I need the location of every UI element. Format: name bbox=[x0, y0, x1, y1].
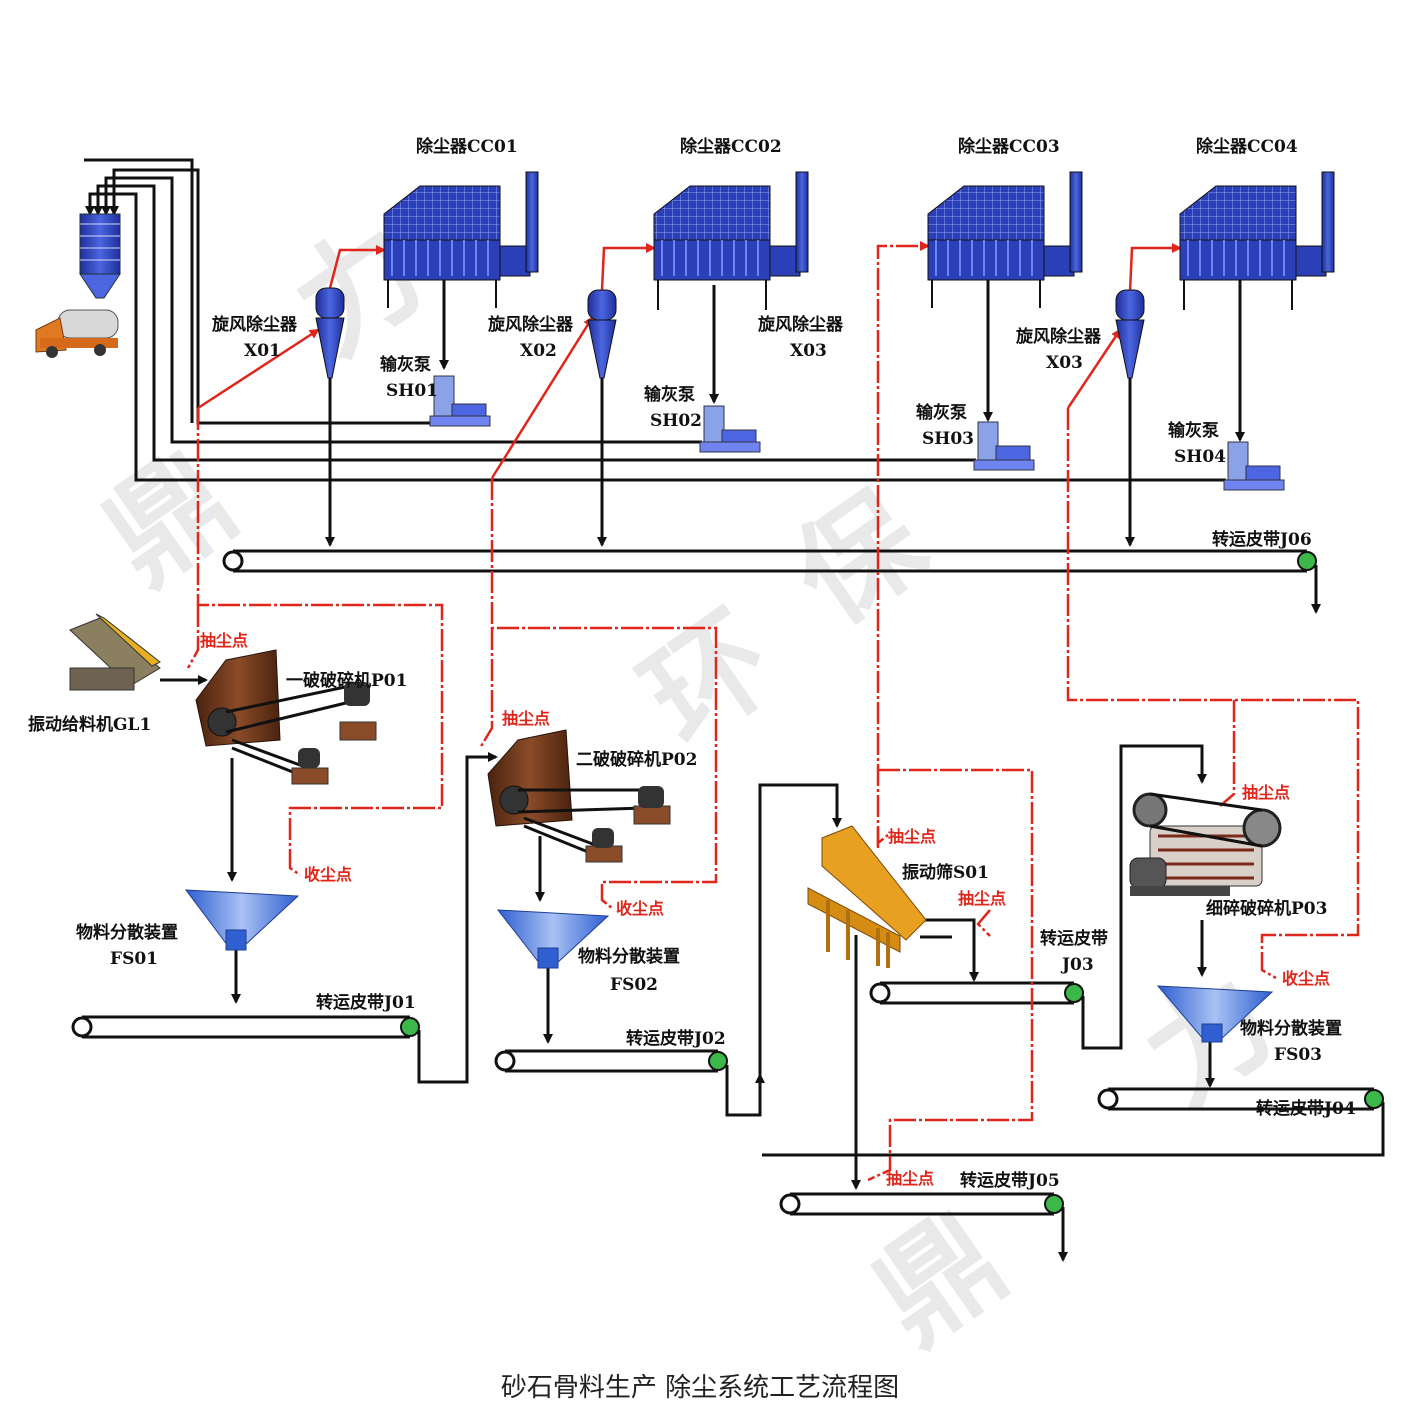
pump-code-sh03: SH03 bbox=[922, 429, 974, 449]
belt-label-j06: 转运皮带J06 bbox=[1212, 529, 1312, 550]
cyclone-name-x02: 旋风除尘器 bbox=[487, 314, 574, 335]
cyclone-name-x03b: 旋风除尘器 bbox=[1015, 326, 1102, 347]
belt-label-j03-a: 转运皮带 bbox=[1040, 928, 1108, 949]
ash-pump-sh04 bbox=[1223, 441, 1285, 491]
diagram-title: 砂石骨料生产 除尘系统工艺流程图 bbox=[501, 1373, 899, 1403]
extract-point-j05: 抽尘点 bbox=[886, 1169, 934, 1188]
disperser-name-fs03: 物料分散装置 bbox=[1240, 1018, 1342, 1039]
cyclone-code-x03a: X03 bbox=[790, 341, 827, 361]
collector-label-cc02: 除尘器CC02 bbox=[680, 136, 782, 157]
belt-label-j01: 转运皮带J01 bbox=[316, 992, 416, 1013]
collector-label-cc01: 除尘器CC01 bbox=[416, 136, 518, 157]
cyclone-x01 bbox=[315, 287, 345, 379]
crusher-p01 bbox=[195, 649, 377, 785]
collect-point-fs01: 收尘点 bbox=[304, 865, 352, 884]
extract-point-p02: 抽尘点 bbox=[502, 709, 550, 728]
cyclone-code-x03b: X03 bbox=[1046, 353, 1083, 373]
cyclone-name-x01: 旋风除尘器 bbox=[211, 314, 298, 335]
crusher-p03 bbox=[1129, 792, 1282, 896]
disperser-code-fs03: FS03 bbox=[1274, 1045, 1322, 1065]
belt-j04 bbox=[762, 1087, 1385, 1157]
crusher2-label: 二破破碎机P02 bbox=[576, 749, 697, 770]
screen-label: 振动筛S01 bbox=[902, 862, 989, 883]
pump-code-sh02: SH02 bbox=[650, 411, 702, 431]
watermark-char: 环 bbox=[621, 588, 799, 771]
disperser-fs01 bbox=[184, 889, 300, 951]
pump-code-sh01: SH01 bbox=[386, 381, 438, 401]
dust-ducts bbox=[186, 241, 1360, 1182]
watermark-char: 鼎 bbox=[81, 428, 259, 611]
extract-point-s01-top: 抽尘点 bbox=[888, 827, 936, 846]
pump-name-sh01: 输灰泵 bbox=[380, 354, 431, 375]
cyclone-x03 bbox=[1115, 289, 1145, 379]
bag-filter-cc02 bbox=[653, 171, 809, 310]
bag-filter-cc03 bbox=[927, 171, 1083, 308]
disperser-name-fs02: 物料分散装置 bbox=[578, 946, 680, 967]
vibrating-feeder-gl1 bbox=[69, 613, 161, 691]
drop-lines bbox=[325, 278, 1245, 547]
ash-pump-sh01 bbox=[429, 375, 491, 427]
ash-pump-sh02 bbox=[699, 405, 761, 453]
collector-label-cc03: 除尘器CC03 bbox=[958, 136, 1060, 157]
collect-point-fs02: 收尘点 bbox=[616, 899, 664, 918]
belt-j01 bbox=[71, 752, 498, 1084]
storage-silo bbox=[79, 213, 121, 299]
disperser-name-fs01: 物料分散装置 bbox=[76, 922, 178, 943]
watermark-char: 鼎 bbox=[851, 1188, 1029, 1371]
pump-name-sh04: 输灰泵 bbox=[1168, 420, 1219, 441]
belt-j03 bbox=[869, 744, 1207, 1050]
belt-label-j04: 转运皮带J04 bbox=[1256, 1098, 1356, 1119]
belt-j02 bbox=[494, 783, 842, 1117]
belt-label-j03-b: J03 bbox=[1060, 955, 1094, 975]
cyclone-name-x03a: 旋风除尘器 bbox=[757, 314, 844, 335]
feeder-label: 振动给料机GL1 bbox=[28, 714, 151, 735]
labels: 除尘器CC01 除尘器CC02 除尘器CC03 除尘器CC04 旋风除尘器 X0… bbox=[28, 136, 1356, 1403]
collect-point-fs03: 收尘点 bbox=[1282, 969, 1330, 988]
disperser-code-fs02: FS02 bbox=[610, 975, 658, 995]
bag-filter-cc04 bbox=[1179, 171, 1335, 310]
ash-return-lines bbox=[84, 158, 1226, 482]
extract-point-p01: 抽尘点 bbox=[200, 631, 248, 650]
bag-filter-cc01 bbox=[383, 171, 539, 308]
pump-name-sh03: 输灰泵 bbox=[916, 402, 967, 423]
crusher-p02 bbox=[487, 729, 671, 863]
vibrating-screen-s01 bbox=[807, 825, 927, 968]
ash-pump-sh03 bbox=[973, 421, 1035, 471]
extract-point-p03: 抽尘点 bbox=[1242, 783, 1290, 802]
cyclone-code-x02: X02 bbox=[520, 341, 557, 361]
disperser-fs02 bbox=[496, 909, 610, 969]
tanker-truck bbox=[35, 309, 119, 358]
cyclone-x02 bbox=[587, 289, 617, 379]
watermark: 鼎 力 环 保 鼎 力 bbox=[81, 198, 1299, 1371]
belt-j06 bbox=[222, 549, 1321, 614]
crusher1-label: 一破破碎机P01 bbox=[286, 670, 407, 691]
pump-code-sh04: SH04 bbox=[1174, 447, 1226, 467]
crusher3-label: 细碎破碎机P03 bbox=[1206, 898, 1327, 919]
disperser-fs03 bbox=[1156, 985, 1274, 1043]
disperser-code-fs01: FS01 bbox=[110, 949, 158, 969]
pump-name-sh02: 输灰泵 bbox=[644, 384, 695, 405]
belt-label-j02: 转运皮带J02 bbox=[626, 1028, 726, 1049]
cyclone-code-x01: X01 bbox=[244, 341, 281, 361]
collector-label-cc04: 除尘器CC04 bbox=[1196, 136, 1298, 157]
extract-point-s01-side: 抽尘点 bbox=[958, 889, 1006, 908]
belt-label-j05: 转运皮带J05 bbox=[960, 1170, 1060, 1191]
watermark-char: 保 bbox=[771, 468, 950, 651]
belt-j05 bbox=[779, 1192, 1068, 1262]
